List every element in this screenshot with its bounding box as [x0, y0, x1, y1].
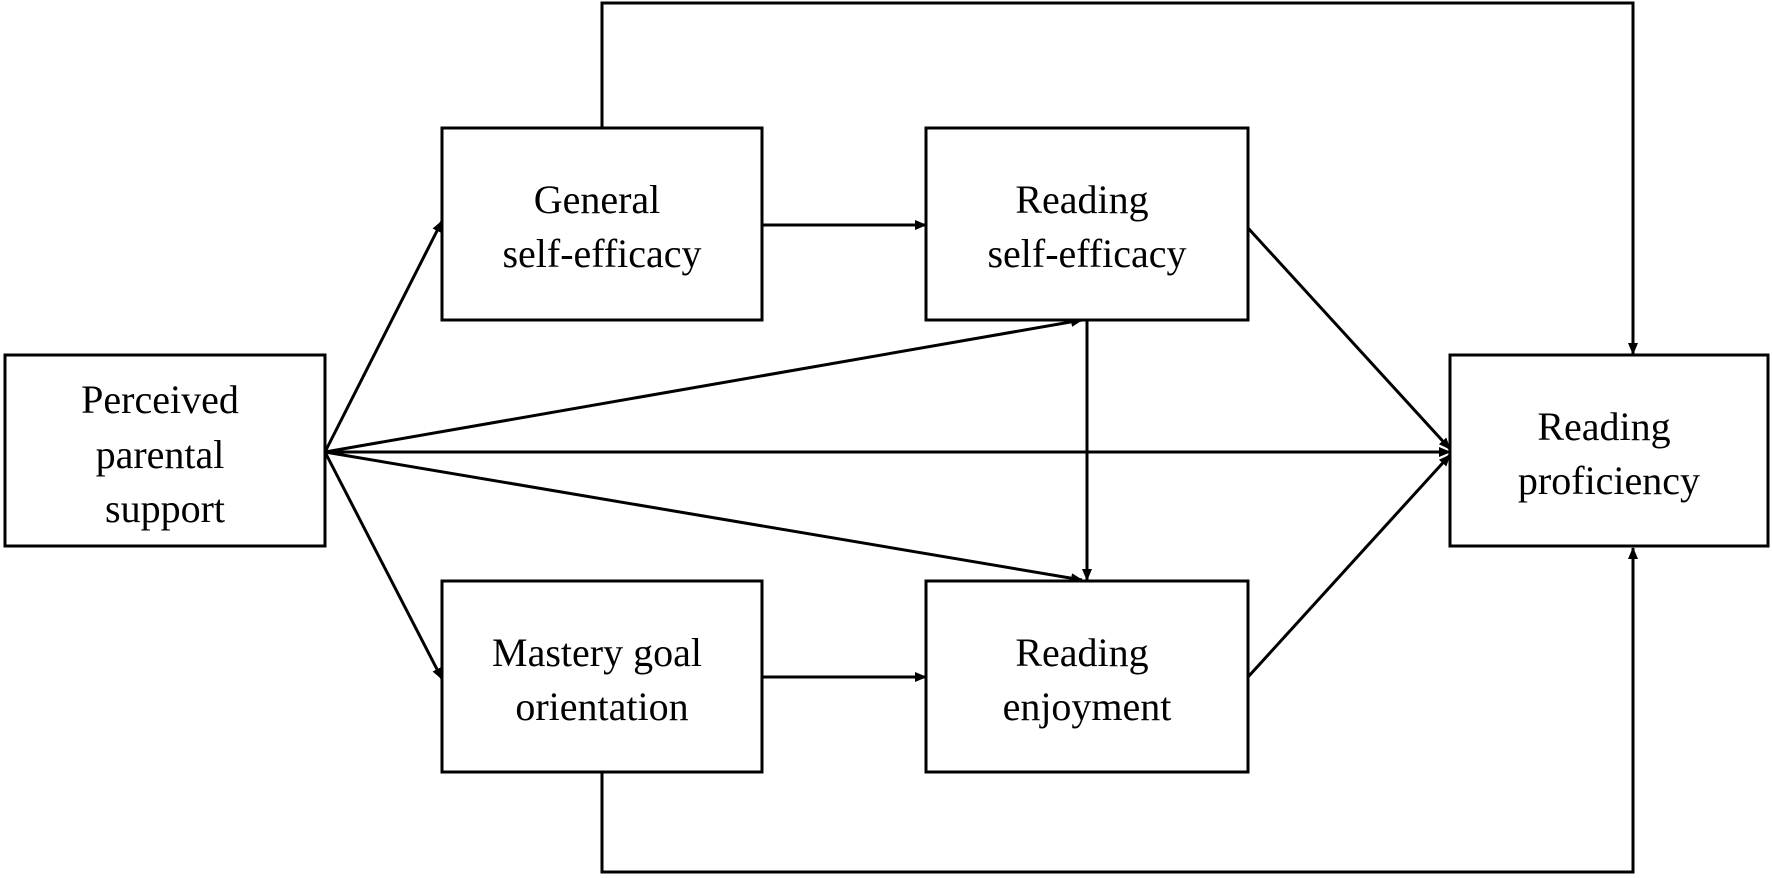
edge-support-to-reading-enjoyment	[324, 450, 1083, 584]
edge-mastery-goal-orientation-to-reading-proficiency	[600, 547, 1638, 874]
svg-text:Reading self-efficacy: Reading self-efficacy	[987, 177, 1186, 276]
edge-reading-enjoyment-to-reading-proficiency	[1246, 453, 1452, 679]
edge-support-to-reading-self-efficacy	[324, 316, 1083, 454]
node-reading-proficiency: Reading proficiency	[1448, 353, 1770, 548]
node-box	[1448, 353, 1770, 548]
node-label-line: Reading	[1015, 630, 1148, 675]
edges	[323, 1, 1638, 874]
edge-support-to-general-self-efficacy	[323, 220, 444, 453]
node-label-line: orientation	[515, 684, 688, 729]
node-label-line: Reading	[1537, 404, 1670, 449]
node-box	[924, 579, 1250, 774]
node-label-line: self-efficacy	[987, 231, 1186, 276]
edge-general-self-efficacy-to-reading-proficiency	[600, 1, 1638, 355]
node-box	[3, 353, 327, 548]
svg-text:General self-efficacy: General self-efficacy	[502, 177, 701, 276]
node-box	[440, 579, 764, 774]
node-label-line: self-efficacy	[502, 231, 701, 276]
node-label-line: enjoyment	[1003, 684, 1172, 729]
node-reading-self-efficacy: Reading self-efficacy	[924, 126, 1250, 322]
node-label-line: Reading	[1015, 177, 1148, 222]
node-box	[440, 126, 764, 322]
svg-text:Reading enjoyment: Reading enjoyment	[1003, 630, 1172, 729]
node-label-line: Perceived	[81, 377, 239, 422]
edge-support-to-mastery-goal-orientation	[323, 451, 444, 680]
node-mastery-goal-orientation: Mastery goal orientation	[440, 579, 764, 774]
svg-text:Perceived parental: Perceived parental support	[81, 377, 249, 531]
node-reading-enjoyment: Reading enjoyment	[924, 579, 1250, 774]
node-label-line: General	[534, 177, 661, 222]
edge-reading-self-efficacy-to-reading-proficiency	[1246, 226, 1452, 451]
svg-text:Mastery goal orientation: Mastery goal orientation	[492, 630, 712, 729]
node-perceived-parental-support: Perceived parental support	[3, 353, 327, 548]
node-label-line: support	[105, 486, 225, 531]
node-label-line: Mastery goal	[492, 630, 702, 675]
node-general-self-efficacy: General self-efficacy	[440, 126, 764, 322]
svg-text:Reading proficiency: Reading proficiency	[1518, 404, 1700, 503]
node-label-line: proficiency	[1518, 458, 1700, 503]
node-label-line: parental	[96, 432, 225, 477]
node-box	[924, 126, 1250, 322]
